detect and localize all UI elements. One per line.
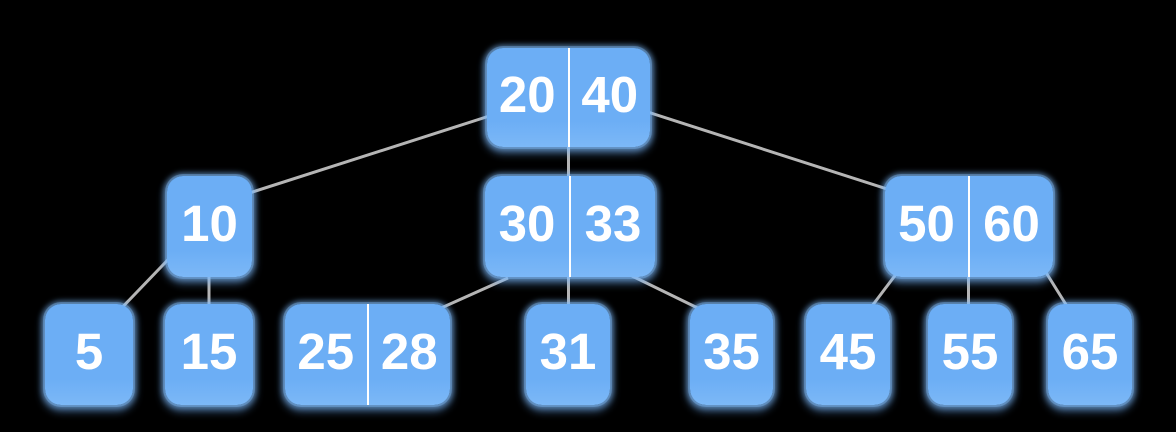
key-divider	[366, 304, 369, 405]
btree-node-25-28: 25 28	[285, 304, 450, 405]
node-key: 20	[498, 66, 556, 123]
node-key: 28	[380, 323, 438, 380]
btree-node-65: 65	[1048, 304, 1132, 405]
key-divider	[567, 48, 570, 147]
btree-node-31: 31	[526, 304, 610, 405]
node-key: 10	[181, 195, 238, 252]
node-key: 50	[898, 195, 955, 252]
node-key: 5	[74, 323, 104, 380]
edge-root-to-10	[214, 109, 506, 206]
node-key: 45	[819, 323, 877, 380]
node-key: 65	[1061, 323, 1119, 380]
node-key: 35	[703, 323, 760, 380]
btree-node-45: 45	[806, 304, 890, 405]
btree-node-55: 55	[928, 304, 1012, 405]
key-divider	[968, 176, 970, 277]
btree-node-30-33: 30 33	[485, 176, 655, 277]
node-key: 33	[584, 195, 642, 252]
node-key: 60	[983, 195, 1040, 252]
btree-node-50-60: 50 60	[885, 176, 1053, 277]
node-key: 30	[498, 195, 556, 252]
node-key: 25	[297, 323, 355, 380]
btree-node-5: 5	[45, 304, 133, 405]
node-key: 15	[180, 323, 238, 380]
btree-node-15: 15	[165, 304, 253, 405]
btree-node-10: 10	[167, 176, 252, 277]
node-key: 55	[941, 323, 999, 380]
node-key: 40	[581, 66, 639, 123]
node-key: 31	[539, 323, 597, 380]
btree-node-35: 35	[690, 304, 773, 405]
key-divider	[569, 176, 571, 277]
btree-node-20-40: 20 40	[487, 48, 650, 147]
